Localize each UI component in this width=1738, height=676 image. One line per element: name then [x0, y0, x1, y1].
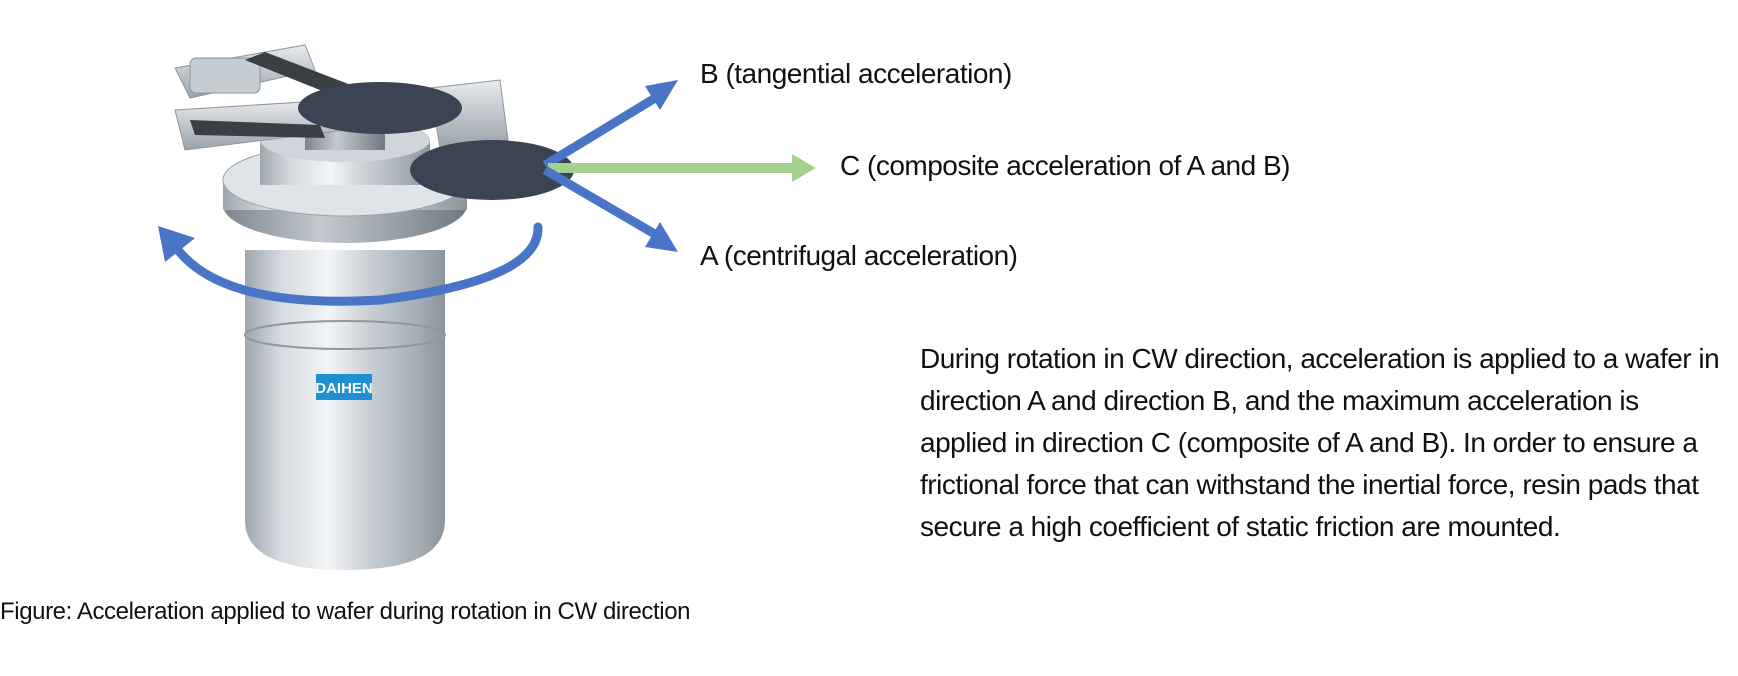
rotation-arrow [158, 222, 543, 306]
label-c-composite: C (composite acceleration of A and B) [840, 150, 1290, 181]
label-b-tangential: B (tangential acceleration) [700, 58, 1012, 89]
arrow-c-composite [548, 154, 816, 182]
arrow-a-centrifugal [542, 166, 678, 252]
svg-text:DAIHEN: DAIHEN [315, 380, 373, 397]
robot-body [174, 44, 574, 570]
daihen-logo: DAIHEN [315, 374, 373, 400]
arrow-b-tangential [542, 80, 678, 169]
figure-caption: Figure: Acceleration applied to wafer du… [0, 598, 691, 625]
label-a-centrifugal: A (centrifugal acceleration) [700, 240, 1018, 271]
description-text: During rotation in CW direction, acceler… [920, 343, 1720, 542]
